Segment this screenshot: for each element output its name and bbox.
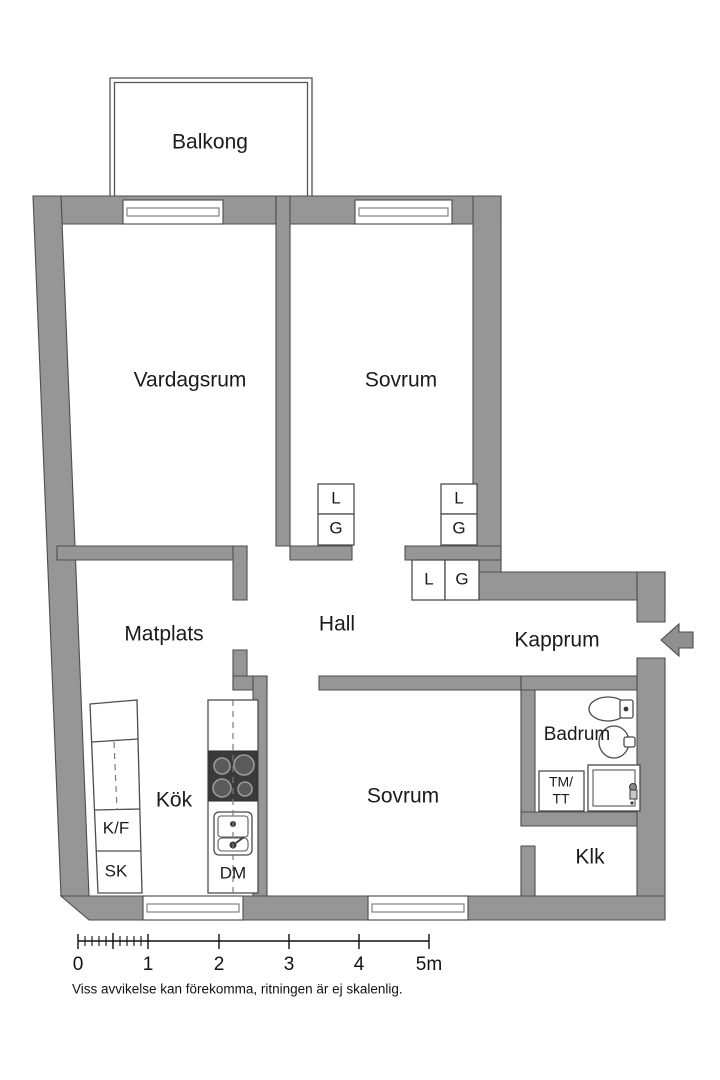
wall-right-closet-base xyxy=(404,545,502,561)
scale-label-2: 2 xyxy=(214,954,225,975)
closet-box-hall-g xyxy=(317,513,355,546)
washbasin-icon xyxy=(598,725,636,759)
room-label-sovrum-bottom: Sovrum xyxy=(367,785,439,808)
wall-klk-left xyxy=(520,845,536,897)
closet-label-right-g-upper: G xyxy=(452,518,465,537)
room-label-hall: Hall xyxy=(319,613,355,636)
wall-right-entrance-upper xyxy=(636,571,666,623)
closets-group: L G L G L G xyxy=(317,483,480,601)
room-label-kok: Kök xyxy=(156,789,193,812)
wall-kapprum-step xyxy=(472,571,666,601)
scale-label-1: 1 xyxy=(143,954,154,975)
room-labels-group: Vardagsrum Sovrum Matplats Hall Kapprum … xyxy=(124,369,610,869)
balcony-group: Balkong xyxy=(109,77,313,203)
room-label-matplats: Matplats xyxy=(124,623,203,646)
room-label-klk: Klk xyxy=(575,846,605,869)
bathroom-group: TM/ TT xyxy=(538,696,641,812)
scale-label-4: 4 xyxy=(354,954,365,975)
windows-group xyxy=(122,199,469,921)
wall-right-entrance-lower xyxy=(636,657,666,897)
wall-sovrum-bottom-top xyxy=(318,675,536,691)
wall-sovrum-bottom-right xyxy=(520,675,536,827)
closet-label-right-l-lower: L xyxy=(424,569,433,588)
wall-matplats-jamb xyxy=(232,545,248,601)
kitchen-group: K/F SK DM xyxy=(89,699,259,894)
wall-badrum-top xyxy=(520,675,638,691)
fixture-label-sk: SK xyxy=(105,861,128,880)
closet-label-hall-l: L xyxy=(331,488,340,507)
scale-disclaimer: Viss avvikelse kan förekomma, ritningen … xyxy=(72,982,403,997)
fixture-label-tm: TM/ xyxy=(549,774,573,790)
wall-hall-closet-stub xyxy=(289,545,353,561)
window-sovrum-top xyxy=(354,199,453,225)
window-sovrum-bottom xyxy=(367,895,469,921)
entrance-arrow-icon xyxy=(660,622,694,658)
room-label-vardagsrum: Vardagsrum xyxy=(134,369,247,392)
toilet-icon xyxy=(588,696,634,722)
scale-label-0: 0 xyxy=(73,954,84,975)
room-label-kapprum: Kapprum xyxy=(514,629,599,652)
fixture-label-tt: TT xyxy=(552,791,570,807)
wall-badrum-bottom xyxy=(520,811,638,827)
kitchen-counter-run xyxy=(89,699,143,894)
room-label-balkong: Balkong xyxy=(172,131,248,154)
closet-label-right-l-upper: L xyxy=(454,488,463,507)
window-kok xyxy=(142,895,244,921)
kitchen-sink-icon xyxy=(213,811,253,856)
scale-label-3: 3 xyxy=(284,954,295,975)
fixture-box-tmtt xyxy=(538,770,585,812)
room-label-badrum: Badrum xyxy=(544,724,611,745)
window-vardagsrum xyxy=(122,199,224,225)
fixture-label-kf: K/F xyxy=(103,818,129,837)
closet-box-hall-l xyxy=(317,483,355,515)
wall-vardagsrum-matplats xyxy=(56,545,248,561)
kitchen-counter-dashed-split xyxy=(113,741,118,811)
room-label-sovrum-top: Sovrum xyxy=(365,369,437,392)
closet-label-right-g-lower: G xyxy=(455,569,468,588)
scale-label-5m: 5m xyxy=(416,954,442,975)
scale-bar-group: 0 1 2 3 4 5m Viss avvikelse kan förekomm… xyxy=(72,933,442,997)
closet-box-right-g-upper xyxy=(440,513,478,546)
closet-box-right-g-lower xyxy=(444,559,480,601)
shower-cabin-icon xyxy=(587,764,641,812)
closet-label-hall-g: G xyxy=(329,518,342,537)
fixture-label-dm: DM xyxy=(220,863,246,882)
kitchen-counter-divider-1 xyxy=(91,738,139,743)
wall-interior-vertical-top xyxy=(275,195,291,547)
